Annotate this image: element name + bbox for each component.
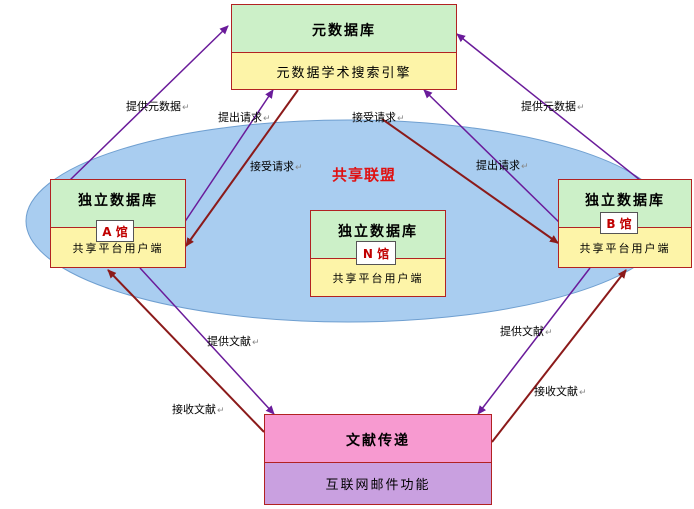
library-b-tag: B 馆 xyxy=(600,212,638,234)
label-receive-doc-right: 接收文献↵ xyxy=(534,385,587,398)
arrow-receive-doc-right xyxy=(491,269,627,443)
metadata-db-box: 元数据库 元数据学术搜索引擎 xyxy=(231,4,457,90)
arrow-provide-metadata-left xyxy=(69,25,229,181)
delivery-subtitle: 互联网邮件功能 xyxy=(265,462,491,504)
label-accept-request-center: 接受请求↵ xyxy=(352,111,405,124)
delivery-box: 文献传递 互联网邮件功能 xyxy=(264,414,492,505)
arrow-accept-request-left xyxy=(185,89,299,247)
arrow-request-left xyxy=(177,89,274,233)
label-provide-metadata-left: 提供元数据↵ xyxy=(126,100,190,113)
arrow-provide-doc-left xyxy=(139,267,275,415)
arrow-request-right xyxy=(423,89,564,227)
label-request-left: 提出请求↵ xyxy=(218,111,271,124)
alliance-label: 共享联盟 xyxy=(332,166,397,184)
label-request-right: 提出请求↵ xyxy=(476,159,529,172)
arrow-provide-metadata-right xyxy=(456,33,641,181)
metadata-db-title: 元数据库 xyxy=(232,5,456,55)
delivery-title: 文献传递 xyxy=(265,415,491,465)
label-provide-doc-right: 提供文献↵ xyxy=(500,325,553,338)
label-provide-metadata-right: 提供元数据↵ xyxy=(521,100,585,113)
library-b-box: 独立数据库 共享平台用户端 xyxy=(558,179,692,268)
arrow-receive-doc-left xyxy=(107,269,265,433)
metadata-db-subtitle: 元数据学术搜索引擎 xyxy=(232,52,456,89)
label-receive-doc-left: 接收文献↵ xyxy=(172,403,225,416)
library-n-tag: N 馆 xyxy=(356,241,396,265)
arrow-accept-request-right xyxy=(381,118,559,244)
label-accept-request-left: 接受请求↵ xyxy=(250,160,303,173)
label-provide-doc-left: 提供文献↵ xyxy=(207,335,260,348)
library-n-box: 独立数据库 共享平台用户端 xyxy=(310,210,446,297)
arrow-provide-doc-right xyxy=(477,267,591,415)
library-a-tag: A 馆 xyxy=(96,220,134,242)
